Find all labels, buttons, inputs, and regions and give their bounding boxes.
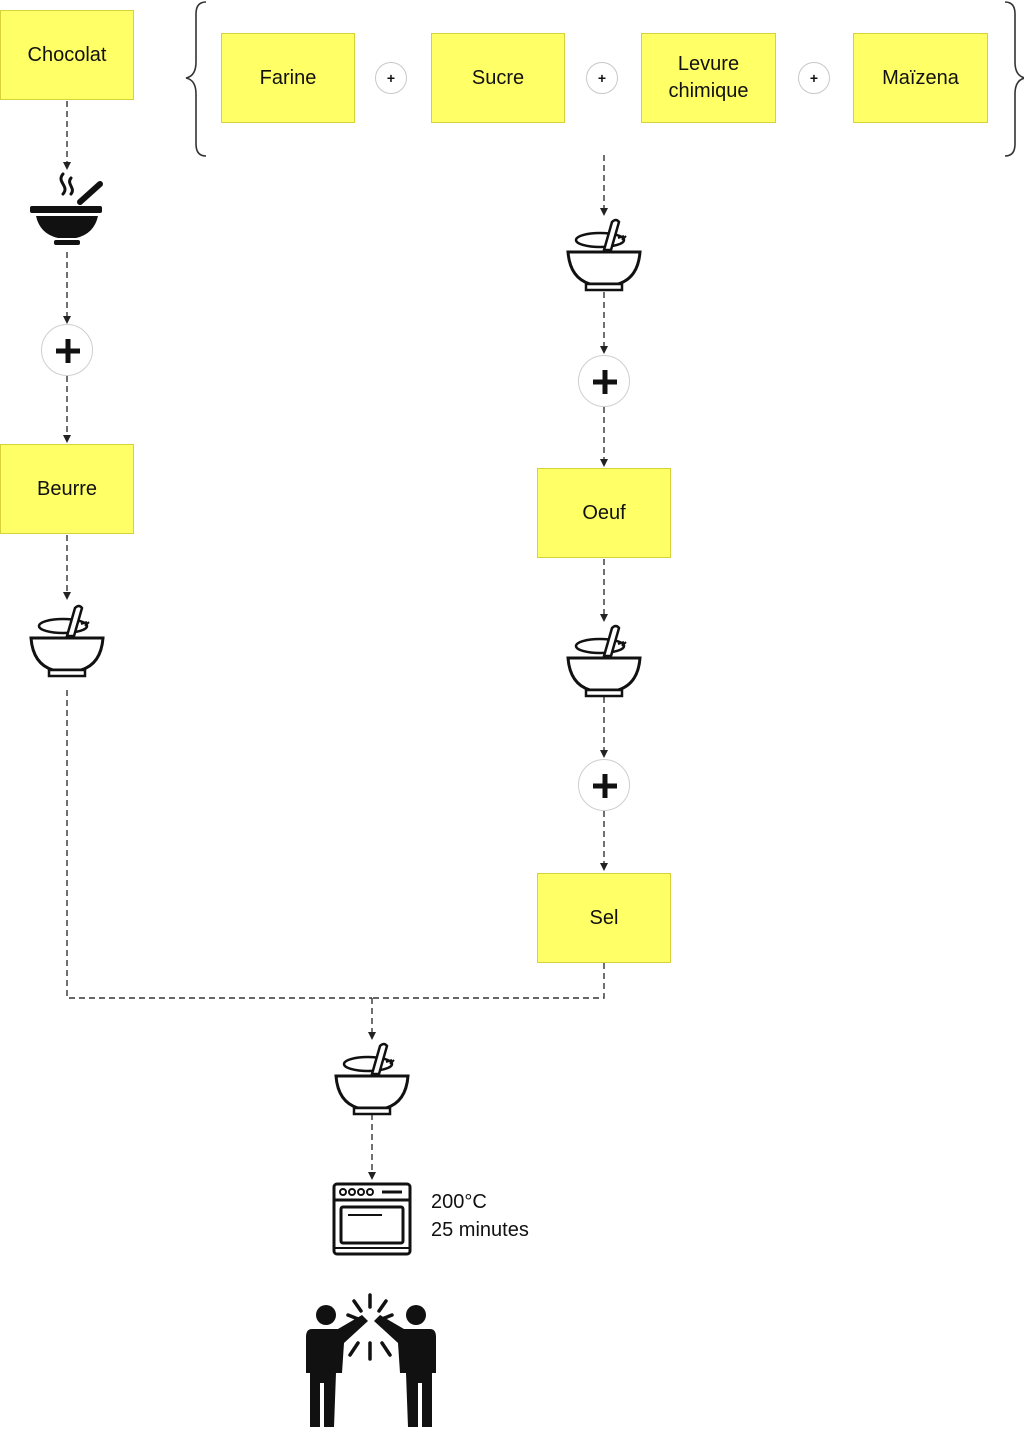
note-maizena: Maïzena	[853, 33, 988, 123]
note-chocolat-label: Chocolat	[27, 43, 107, 66]
note-levure-label-2: chimique	[668, 80, 749, 102]
plus-operator-1-label: +	[386, 70, 396, 86]
note-sel: Sel	[537, 873, 671, 963]
connector-right-branch	[372, 963, 605, 999]
note-levure-chimique: Levure chimique	[641, 33, 776, 123]
brace-right	[1004, 1, 1024, 157]
note-oeuf-label: Oeuf	[582, 501, 626, 524]
note-beurre: Beurre	[0, 444, 134, 534]
plus-operator-1: +	[375, 62, 407, 94]
note-beurre-label: Beurre	[36, 477, 98, 500]
oven-duration: 25 minutes	[431, 1219, 529, 1241]
high-five-icon	[306, 1293, 436, 1427]
hot-bowl-icon	[30, 172, 103, 245]
plus-operator-3-label: +	[809, 70, 819, 86]
note-sucre: Sucre	[431, 33, 565, 123]
oven-icon	[332, 1182, 412, 1256]
mixing-bowl-icon	[29, 604, 105, 678]
note-farine: Farine	[221, 33, 355, 123]
mixing-bowl-icon	[566, 218, 642, 292]
oven-settings: 200°C 25 minutes	[431, 1188, 529, 1244]
mixing-bowl-icon	[334, 1042, 410, 1116]
note-sucre-label: Sucre	[471, 66, 525, 89]
note-chocolat: Chocolat	[0, 10, 134, 100]
note-maizena-label: Maïzena	[882, 66, 959, 89]
note-levure-label-1: Levure	[677, 53, 740, 75]
note-farine-label: Farine	[259, 66, 317, 89]
plus-icon	[41, 324, 93, 376]
plus-operator-2-label: +	[597, 70, 607, 86]
brace-left	[185, 1, 207, 157]
plus-icon	[578, 759, 630, 811]
connector-left-branch	[66, 690, 372, 999]
plus-icon	[578, 355, 630, 407]
note-oeuf: Oeuf	[537, 468, 671, 558]
plus-operator-3: +	[798, 62, 830, 94]
note-sel-label: Sel	[589, 906, 619, 929]
mixing-bowl-icon	[566, 624, 642, 698]
oven-temperature: 200°C	[431, 1191, 487, 1213]
plus-operator-2: +	[586, 62, 618, 94]
